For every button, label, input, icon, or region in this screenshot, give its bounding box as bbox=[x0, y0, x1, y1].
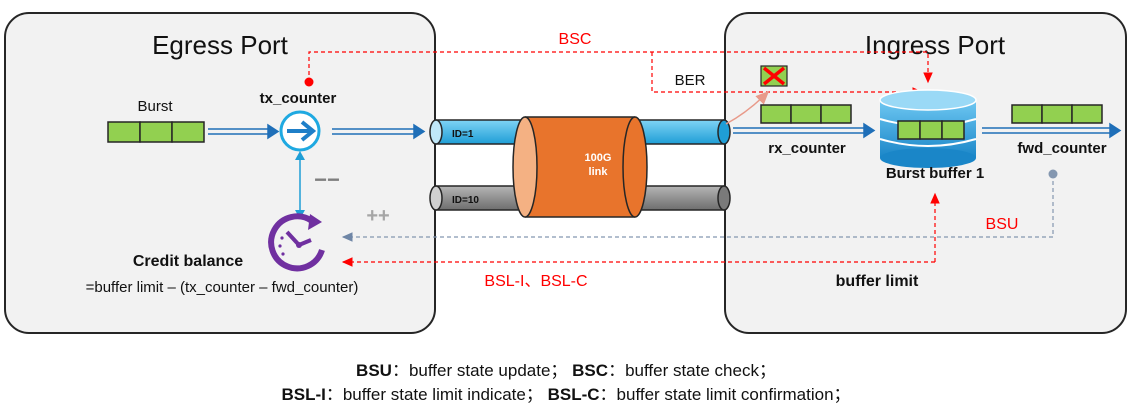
legend-sep: ： bbox=[608, 361, 626, 380]
legend-sep: ： bbox=[599, 385, 617, 404]
burst-buffer-icon bbox=[879, 89, 977, 168]
bsc-signal bbox=[304, 51, 933, 87]
error-mark-icon bbox=[760, 65, 788, 87]
burst-packets bbox=[107, 121, 205, 143]
tx-counter-icon bbox=[279, 110, 321, 152]
legend-bsu-key: BSU bbox=[356, 361, 392, 380]
link-id1-label: ID=1 bbox=[452, 129, 474, 140]
legend-sep: ： bbox=[391, 361, 409, 380]
bsc-label: BSC bbox=[559, 31, 592, 48]
tx-counter-label: tx_counter bbox=[260, 90, 337, 107]
rx-to-buffer-arrow bbox=[733, 122, 876, 139]
link-id10-label: ID=10 bbox=[452, 195, 479, 206]
error-drop-arrow bbox=[725, 90, 770, 125]
link-speed-line2: link bbox=[589, 166, 609, 178]
legend-bsc-text: buffer state check； bbox=[625, 361, 776, 380]
legend-sep: ： bbox=[325, 385, 343, 404]
fwd-counter-label: fwd_counter bbox=[1017, 140, 1106, 157]
legend-bsl-c-key: BSL-C bbox=[547, 385, 600, 404]
tx-to-link-arrow bbox=[332, 123, 426, 140]
ingress-port-title: Ingress Port bbox=[865, 30, 1006, 60]
ber-label: BER bbox=[675, 72, 706, 89]
burst-buffer-label: Burst buffer 1 bbox=[886, 165, 984, 182]
legend-bsc-key: BSC bbox=[572, 361, 609, 380]
link-speed-line1: 100G bbox=[585, 152, 612, 164]
egress-port-title: Egress Port bbox=[152, 30, 289, 60]
burst-label: Burst bbox=[137, 98, 173, 115]
legend-bsl-c-text: buffer state limit confirmation； bbox=[616, 385, 851, 404]
egress-port-panel bbox=[4, 12, 436, 334]
link-cylinder bbox=[512, 116, 648, 218]
rx-packets bbox=[760, 104, 852, 124]
decrement-mark: −− bbox=[314, 167, 340, 192]
legend-line-2: BSL-I：buffer state limit indicate； BSL-C… bbox=[0, 380, 1132, 405]
credit-clock-icon bbox=[268, 213, 325, 272]
buffer-to-fwd-arrow bbox=[982, 122, 1122, 139]
bsu-label: BSU bbox=[986, 216, 1019, 233]
bsu-signal bbox=[341, 169, 1058, 242]
bsl-label: BSL-I、BSL-C bbox=[484, 273, 587, 290]
burst-to-tx-arrow bbox=[208, 123, 280, 140]
legend-bsu-text: buffer state update； bbox=[408, 361, 568, 380]
legend-bsl-i-key: BSL-I bbox=[281, 385, 326, 404]
increment-mark: ++ bbox=[366, 205, 389, 227]
credit-balance-title: Credit balance bbox=[133, 253, 243, 270]
legend-line-1: BSU：buffer state update； BSC：buffer stat… bbox=[0, 356, 1132, 381]
rx-counter-label: rx_counter bbox=[768, 140, 846, 157]
credit-balance-formula: =buffer limit – (tx_counter – fwd_counte… bbox=[86, 279, 359, 296]
bsl-signal bbox=[341, 192, 940, 267]
ingress-port-panel bbox=[724, 12, 1127, 334]
ber-signal bbox=[651, 52, 924, 97]
buffer-limit-label: buffer limit bbox=[836, 273, 919, 290]
legend-bsl-i-text: buffer state limit indicate； bbox=[342, 385, 543, 404]
fwd-packets bbox=[1011, 104, 1103, 124]
